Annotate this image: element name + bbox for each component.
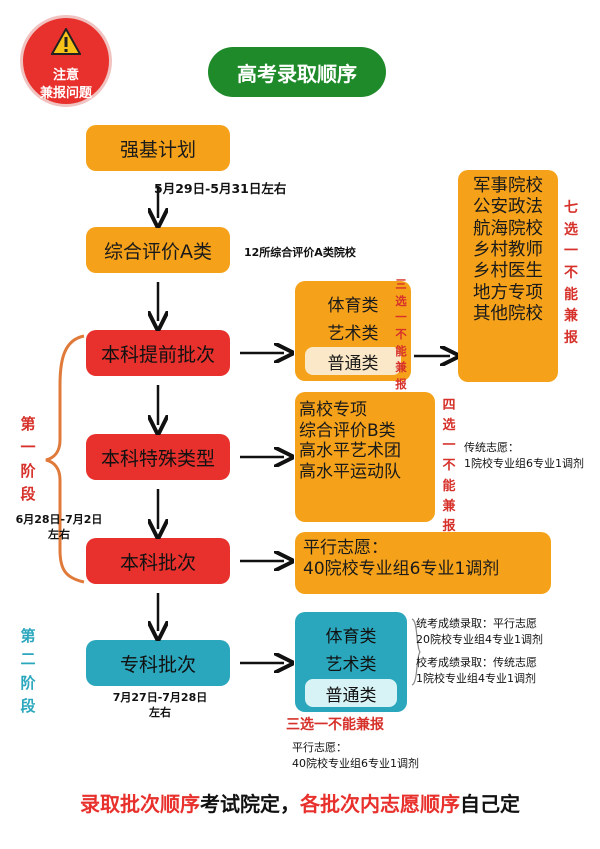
military-item-2: 公安政法: [473, 197, 543, 218]
stage2-date-line1: 7月27日-7月28日: [112, 691, 208, 704]
box-qiangji: 强基计划: [86, 125, 230, 171]
stage1-date: 6月28日-7月2日 左右: [4, 513, 114, 543]
box-tiqian: 本科提前批次: [86, 330, 230, 376]
zhuanke-option-3: 普通类: [305, 679, 397, 707]
zhuanke-note-a1: 统考成绩录取：平行志愿: [416, 617, 537, 630]
footer: 录取批次顺序考试院定，各批次内志愿顺序自己定: [0, 788, 600, 817]
teshu-note-line1: 传统志愿：: [464, 441, 519, 454]
stage2-date-line2: 左右: [149, 705, 171, 719]
military-item-7: 其他院校: [473, 304, 543, 325]
tiqian-option-3: 普通类: [305, 347, 401, 375]
military-item-6: 地方专项: [473, 282, 543, 303]
teshu-option-3: 高水平艺术团: [299, 441, 401, 462]
tiqian-option-2: 艺术类: [327, 324, 379, 344]
zhuanke-options-box: 体育类 艺术类 普通类: [295, 612, 407, 712]
military-item-1: 军事院校: [473, 176, 543, 196]
stage1-brace: [45, 334, 85, 584]
warning-badge: 注意 兼报问题: [20, 15, 112, 107]
zhuanke-note-b: 校考成绩录取：传统志愿 1院校专业组4专业1调剂: [416, 655, 537, 687]
teshu-option-2: 综合评价B类: [299, 420, 396, 441]
teshu-option-4: 高水平运动队: [299, 462, 401, 483]
military-box: 军事院校 公安政法 航海院校 乡村教师 乡村医生 地方专项 其他院校: [458, 170, 558, 382]
box-teshu: 本科特殊类型: [86, 434, 230, 480]
zhuanke-bottom-line1: 平行志愿：: [292, 741, 347, 754]
stage2-date: 7月27日-7月28日 左右: [100, 691, 220, 721]
teshu-note: 传统志愿： 1院校专业组6专业1调剂: [464, 440, 584, 472]
warning-line2: 兼报问题: [39, 86, 92, 101]
stage1-date-line1: 6月28日-7月2日: [15, 513, 103, 526]
box-benke: 本科批次: [86, 538, 230, 584]
stage1-label: 第 一 阶 段: [20, 415, 36, 503]
box-zonghe-a: 综合评价A类: [86, 227, 230, 273]
zhuanke-option-2: 艺术类: [325, 655, 377, 675]
box-zhuanke: 专科批次: [86, 640, 230, 686]
zhuanke-note-a2: 20院校专业组4专业1调剂: [416, 632, 543, 646]
military-rule: 七 选 一 不 能 兼 报: [564, 200, 578, 347]
teshu-option-1: 高校专项: [299, 400, 367, 420]
teshu-rule: 四 选 一 不 能 兼 报: [442, 398, 456, 534]
teshu-note-line2: 1院校专业组6专业1调剂: [464, 456, 584, 470]
military-item-5: 乡村医生: [473, 261, 543, 282]
zhuanke-note-b2: 1院校专业组4专业1调剂: [416, 671, 536, 685]
zhuanke-brace: [411, 618, 421, 686]
zhuanke-rule: 三选一不能兼报: [286, 717, 384, 733]
stage1-date-line2: 左右: [48, 527, 70, 541]
page-title: 高考录取顺序: [208, 47, 386, 97]
warning-line1: 注意: [52, 68, 79, 83]
zhuanke-note-b1: 校考成绩录取：传统志愿: [416, 656, 537, 669]
stage2-label: 第 二 阶 段: [20, 627, 36, 715]
zhuanke-bottom-line2: 40院校专业组6专业1调剂: [292, 756, 419, 770]
footer-part1: 录取批次顺序: [80, 792, 200, 816]
tiqian-option-1: 体育类: [327, 296, 379, 316]
zhuanke-note-a: 统考成绩录取：平行志愿 20院校专业组4专业1调剂: [416, 616, 543, 648]
zhuanke-bottom-note: 平行志愿： 40院校专业组6专业1调剂: [292, 740, 419, 772]
zhuanke-option-1: 体育类: [325, 627, 377, 647]
zonghe-a-note: 12所综合评价A类院校: [244, 246, 356, 259]
benke-box-line2: 40院校专业组6专业1调剂: [303, 558, 500, 579]
qiangji-date: 5月29日-5月31日左右: [154, 181, 287, 196]
footer-part3: 各批次内志愿顺序: [300, 792, 460, 816]
teshu-options-box: 高校专项 综合评价B类 高水平艺术团 高水平运动队: [295, 392, 435, 522]
tiqian-rule: 三 选 一 不 能 兼 报: [395, 277, 407, 392]
footer-part2: 考试院定，: [200, 792, 300, 816]
warning-triangle-icon: [51, 28, 81, 55]
military-item-4: 乡村教师: [473, 240, 543, 261]
benke-box: 平行志愿： 40院校专业组6专业1调剂: [295, 532, 551, 594]
footer-part4: 自己定: [460, 792, 520, 816]
benke-box-line1: 平行志愿：: [303, 538, 388, 558]
tiqian-options-box: 体育类 艺术类 普通类: [295, 281, 411, 381]
military-item-3: 航海院校: [473, 218, 543, 239]
